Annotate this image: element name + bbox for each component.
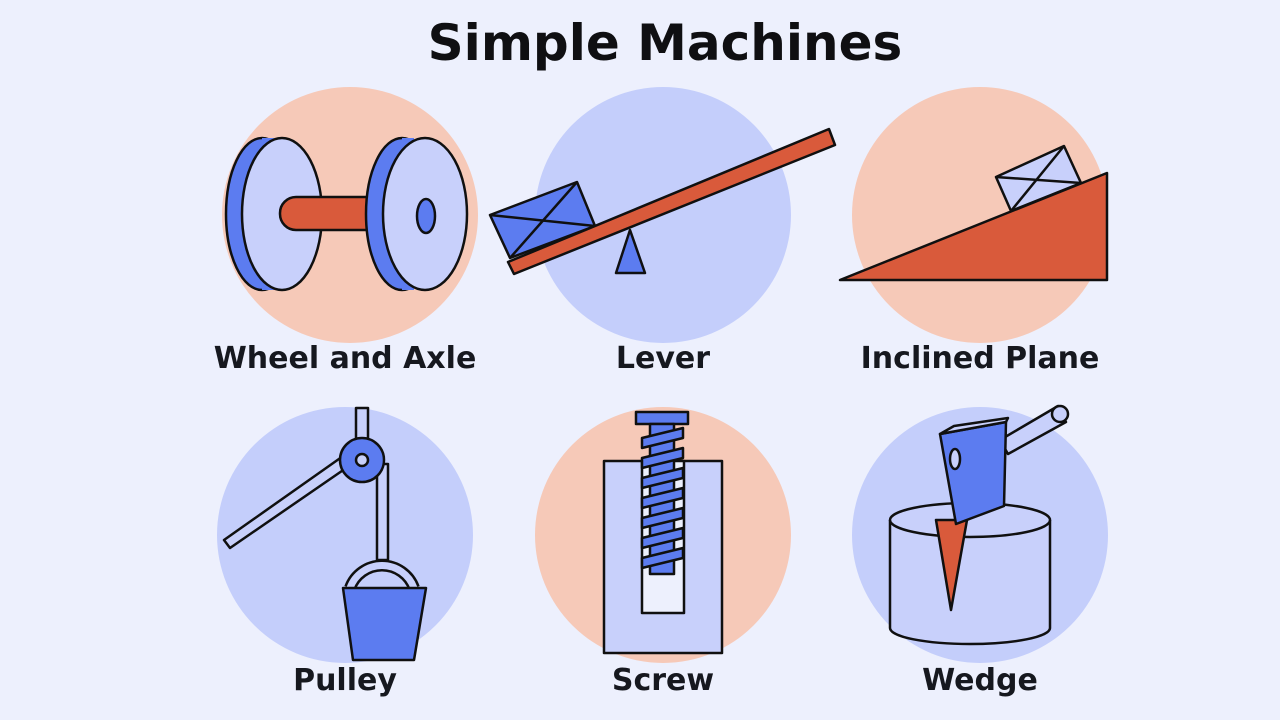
wheel-and-axle-icon [222, 87, 478, 343]
page-title: Simple Machines [427, 14, 903, 72]
label-pulley: Pulley [293, 663, 397, 698]
label-inclined-plane: Inclined Plane [860, 341, 1100, 376]
inclined-plane-icon [838, 87, 1109, 343]
lever-icon [488, 87, 837, 343]
label-wedge: Wedge [922, 663, 1038, 698]
screw-icon [535, 407, 791, 663]
wedge-icon [852, 404, 1108, 663]
label-wheel-and-axle: Wheel and Axle [213, 341, 477, 376]
pulley-icon [217, 406, 473, 663]
label-screw: Screw [611, 663, 715, 698]
label-lever: Lever [615, 341, 711, 376]
